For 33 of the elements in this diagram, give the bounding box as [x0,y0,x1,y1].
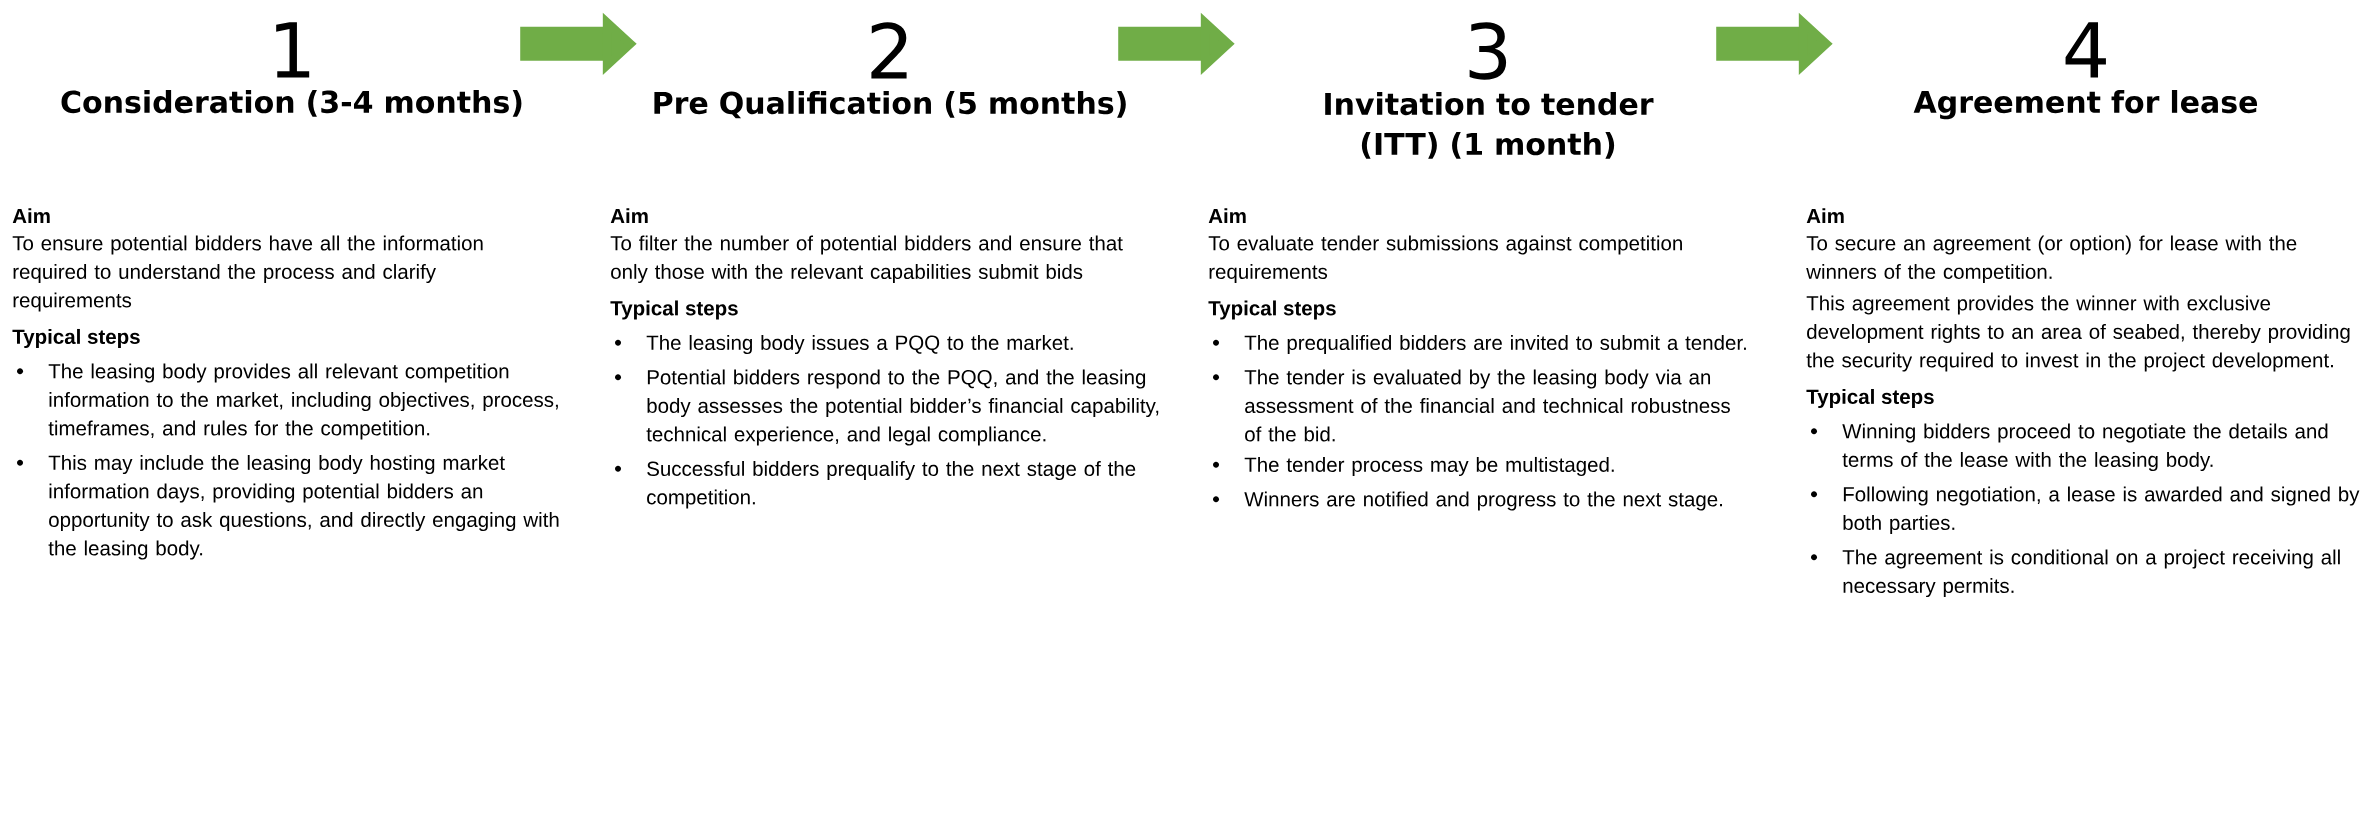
stage-title: Consideration (3-4 months) [61,90,522,117]
paragraph: To secure an agreement (or option) for lease with the winners of the competition. [1806,235,2297,284]
bullet-item: The agreement is conditional on a project receiving all necessary permits. [1842,549,2340,598]
section-heading: Aim [1208,208,1246,224]
bullet-item: Winning bidders proceed to negotiate the details and terms of the lease with the leasing body. [1842,423,2328,472]
paragraph: To evaluate tender submissions against competition requirements [1208,235,1682,284]
bullet-item: Potential bidders respond to the PQQ, and the leasing body assesses the potential bidder’s financial capability, technical experience, and legal compliance. [646,369,1159,446]
bullet-item: The leasing body provides all relevant competition information to the market, including objectives, process, timeframes, and rules for the competition. [48,363,558,440]
section-heading: Typical steps [610,300,738,320]
stage-title: Pre Qualification (5 months) [654,91,1126,119]
stage-number: 4 [2065,22,2106,78]
stage-number: 2 [871,22,907,79]
bullet-item: The prequalified bidders are invited to submit a tender. [1244,334,1746,355]
section-heading: Aim [1806,208,1844,224]
stage-number: 3 [1469,22,1507,80]
paragraph: This agreement provides the winner with exclusive development rights to an area of seabed, thereby providing the security required to invest in the project development. [1806,295,2350,372]
stage-number: 1 [276,22,310,78]
bullet-item: This may include the leasing body hosting market information days, providing potential bidders an opportunity to ask questions, and directly engaging with the leasing body. [48,455,559,560]
section-heading: Aim [610,208,648,224]
bullet-item: The tender process may be multistaged. [1244,456,1614,477]
paragraph: To ensure potential bidders have all the information required to understand the process and clarify requirements [12,235,483,312]
section-heading: Typical steps [1806,388,1934,409]
section-heading: Aim [12,208,50,224]
bullet-item: The leasing body issues a PQQ to the market. [646,334,1073,355]
paragraph: To filter the number of potential bidders and ensure that only those with the relevant capabilities submit bids [610,235,1123,284]
section-heading: Typical steps [1208,300,1336,320]
bullet-item: The tender is evaluated by the leasing body via an assessment of the financial and technical robustness of the bid. [1244,369,1730,442]
bullet-item: Winners are notified and progress to the next stage. [1244,491,1722,511]
section-heading: Typical steps [12,328,140,349]
bullet-item: Successful bidders prequalify to the next stage of the competition. [647,461,1136,509]
stage-title: Agreement for lease [1913,90,2258,120]
stage-title: Invitation to tender (ITT) (1 month) [1325,92,1654,159]
bullet-item: Following negotiation, a lease is awarded and signed by both parties. [1843,486,2360,535]
